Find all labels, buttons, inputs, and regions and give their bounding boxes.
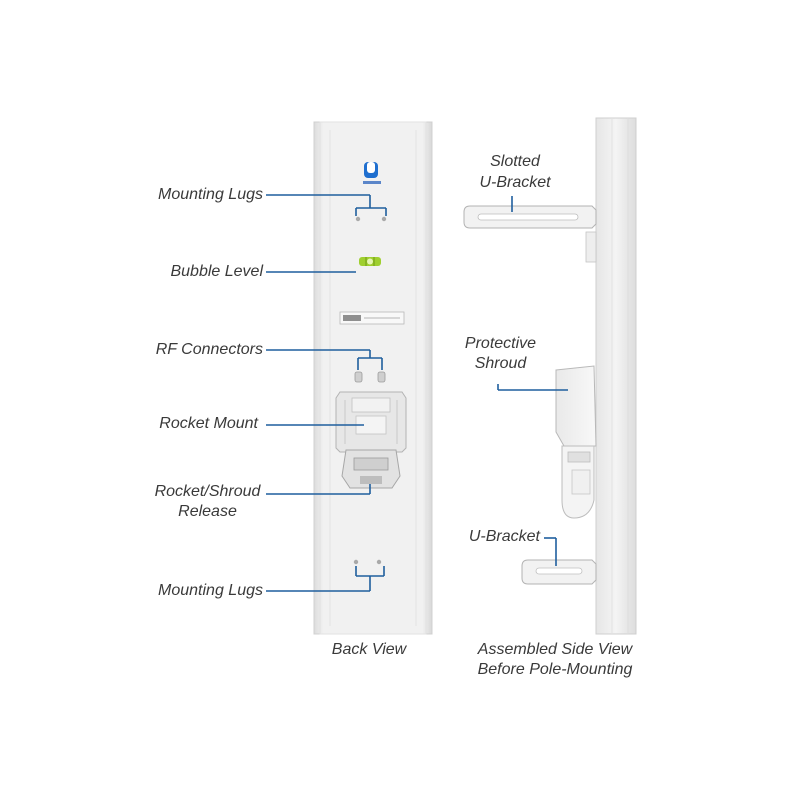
- leader-protective-shroud: [497, 384, 568, 391]
- rocket-mount: [335, 391, 407, 453]
- leader-mounting-lugs-top: [266, 194, 387, 216]
- rf-connector-left: [354, 371, 363, 383]
- label-shroud-line2: Shroud: [474, 355, 527, 372]
- protective-shroud: [555, 365, 597, 519]
- mounting-lug-bottom-right: [376, 559, 382, 565]
- slotted-u-bracket: [463, 205, 597, 263]
- mounting-lug-top-left: [355, 216, 361, 222]
- label-rocket-mount: Rocket Mount: [159, 415, 258, 432]
- leader-shroud-release: [266, 484, 371, 495]
- label-mounting-lugs-bottom: Mounting Lugs: [158, 582, 263, 599]
- label-mounting-lugs-top: Mounting Lugs: [158, 186, 263, 203]
- leader-rf-connectors: [266, 349, 383, 370]
- mounting-lug-top-right: [381, 216, 387, 222]
- caption-side-view-line2: Before Pole-Mounting: [477, 661, 633, 678]
- shroud-release-latch: [341, 449, 401, 489]
- back-view-antenna: [313, 121, 433, 635]
- caption-side-view-line1: Assembled Side View: [477, 641, 633, 658]
- label-slotted-line2: U-Bracket: [479, 174, 551, 191]
- label-bubble-level: Bubble Level: [170, 263, 263, 280]
- label-shroud-release-line2: Release: [178, 503, 237, 520]
- label-shroud-line1: Protective: [464, 335, 537, 352]
- label-shroud-release-line1: Rocket/Shroud: [154, 483, 261, 500]
- product-label-plate: [339, 311, 405, 325]
- u-bracket: [521, 559, 597, 585]
- leader-mounting-lugs-bottom: [266, 566, 385, 592]
- rf-connector-right: [377, 371, 386, 383]
- leader-u-bracket: [544, 537, 557, 566]
- mounting-lug-bottom-left: [353, 559, 359, 565]
- bubble-level-icon: [359, 257, 381, 266]
- label-u-bracket: U-Bracket: [468, 528, 540, 545]
- caption-back-view: Back View: [331, 641, 407, 658]
- label-rf-connectors: RF Connectors: [155, 341, 263, 358]
- label-slotted-line1: Slotted: [490, 153, 540, 170]
- side-view-antenna: [595, 117, 637, 635]
- brand-logo-icon: [363, 162, 381, 184]
